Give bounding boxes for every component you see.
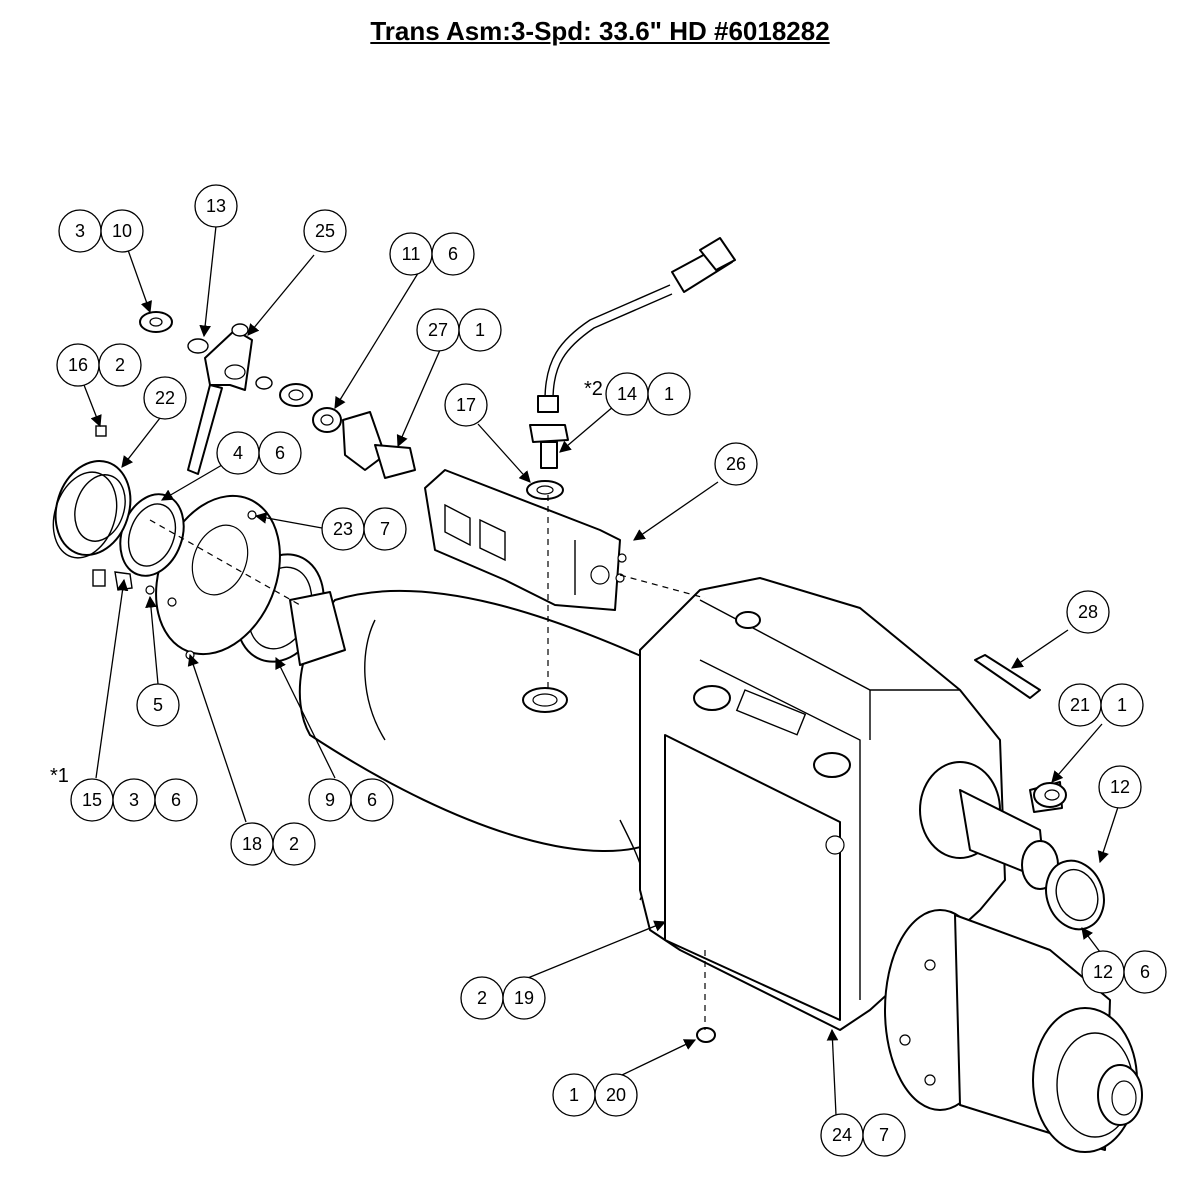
output-shaft [919, 761, 1105, 931]
alignment-line [149, 519, 301, 606]
svg-text:10: 10 [112, 221, 132, 241]
callout-27-1: 27 1 [416, 308, 502, 352]
svg-text:7: 7 [380, 519, 390, 539]
svg-text:25: 25 [315, 221, 335, 241]
svg-text:24: 24 [832, 1125, 852, 1145]
svg-text:1: 1 [569, 1085, 579, 1105]
svg-text:2: 2 [115, 355, 125, 375]
callout-2-19: 2 19 [460, 976, 546, 1020]
callout-14-1: *2 14 1 [584, 372, 691, 416]
svg-text:6: 6 [367, 790, 377, 810]
callout-17: 17 [444, 383, 488, 427]
callout-1-20: 1 20 [552, 1073, 638, 1117]
svg-text:13: 13 [206, 196, 226, 216]
note-1: *1 [50, 765, 69, 787]
note-2: *2 [584, 378, 603, 400]
gearbox-body [639, 577, 1006, 1031]
callout-16-2: 16 2 [56, 343, 142, 387]
callout-24-7: 24 7 [820, 1113, 906, 1157]
callout-3-10: 3 10 [58, 209, 144, 253]
callout-21-1: 21 1 [1058, 683, 1144, 727]
svg-text:7: 7 [879, 1125, 889, 1145]
svg-text:3: 3 [75, 221, 85, 241]
svg-text:9: 9 [325, 790, 335, 810]
bracket-26 [424, 469, 627, 611]
callout-25: 25 [303, 209, 347, 253]
svg-text:26: 26 [726, 454, 746, 474]
plug-20 [696, 1027, 716, 1043]
callout-11-6: 11 6 [389, 232, 475, 276]
key-28 [974, 654, 1041, 699]
svg-text:14: 14 [617, 384, 637, 404]
svg-text:1: 1 [1117, 695, 1127, 715]
callout-12: 12 [1098, 765, 1142, 809]
svg-text:23: 23 [333, 519, 353, 539]
callout-26: 26 [714, 442, 758, 486]
callout-9-6: 9 6 [308, 778, 394, 822]
svg-text:12: 12 [1093, 962, 1113, 982]
svg-text:17: 17 [456, 395, 476, 415]
svg-text:28: 28 [1078, 602, 1098, 622]
svg-text:12: 12 [1110, 777, 1130, 797]
svg-text:3: 3 [129, 790, 139, 810]
svg-text:2: 2 [477, 988, 487, 1008]
svg-text:15: 15 [82, 790, 102, 810]
callout-18-2: 18 2 [230, 822, 316, 866]
callout-12-6: 12 6 [1081, 950, 1167, 994]
svg-text:4: 4 [233, 443, 243, 463]
callout-28: 28 [1066, 590, 1110, 634]
svg-text:16: 16 [68, 355, 88, 375]
callout-13: 13 [194, 184, 238, 228]
sensor-14 [526, 237, 736, 500]
callout-23-7: 23 7 [321, 507, 407, 551]
svg-text:1: 1 [664, 384, 674, 404]
svg-text:22: 22 [155, 388, 175, 408]
svg-text:2: 2 [289, 834, 299, 854]
svg-text:6: 6 [1140, 962, 1150, 982]
motor-housing [884, 909, 1143, 1153]
svg-text:6: 6 [275, 443, 285, 463]
leader-lines [83, 225, 1119, 1116]
callout-5: 5 [136, 683, 180, 727]
svg-text:5: 5 [153, 695, 163, 715]
callout-15-3-6: *1 15 3 6 [50, 765, 198, 822]
svg-text:6: 6 [171, 790, 181, 810]
alignment-line [619, 574, 706, 599]
seal-ring-4 [119, 493, 185, 577]
svg-text:11: 11 [402, 244, 421, 264]
svg-text:6: 6 [448, 244, 458, 264]
housing-22 [52, 425, 155, 595]
svg-text:27: 27 [428, 320, 448, 340]
callout-22: 22 [143, 376, 187, 420]
svg-text:20: 20 [606, 1085, 626, 1105]
parts-drawing [52, 237, 1143, 1153]
callout-bubbles: 3 10 13 25 11 6 27 1 16 2 22 *2 14 1 [50, 184, 1167, 1157]
cylinder-tube [298, 589, 661, 901]
fitting-21 [1033, 782, 1067, 808]
page-title: Trans Asm:3-Spd: 33.6" HD #6018282 [370, 16, 830, 46]
callout-4-6: 4 6 [216, 431, 302, 475]
svg-text:1: 1 [475, 320, 485, 340]
svg-text:18: 18 [242, 834, 262, 854]
shift-lever-assembly [139, 311, 416, 479]
svg-text:21: 21 [1070, 695, 1090, 715]
svg-text:19: 19 [514, 988, 534, 1008]
